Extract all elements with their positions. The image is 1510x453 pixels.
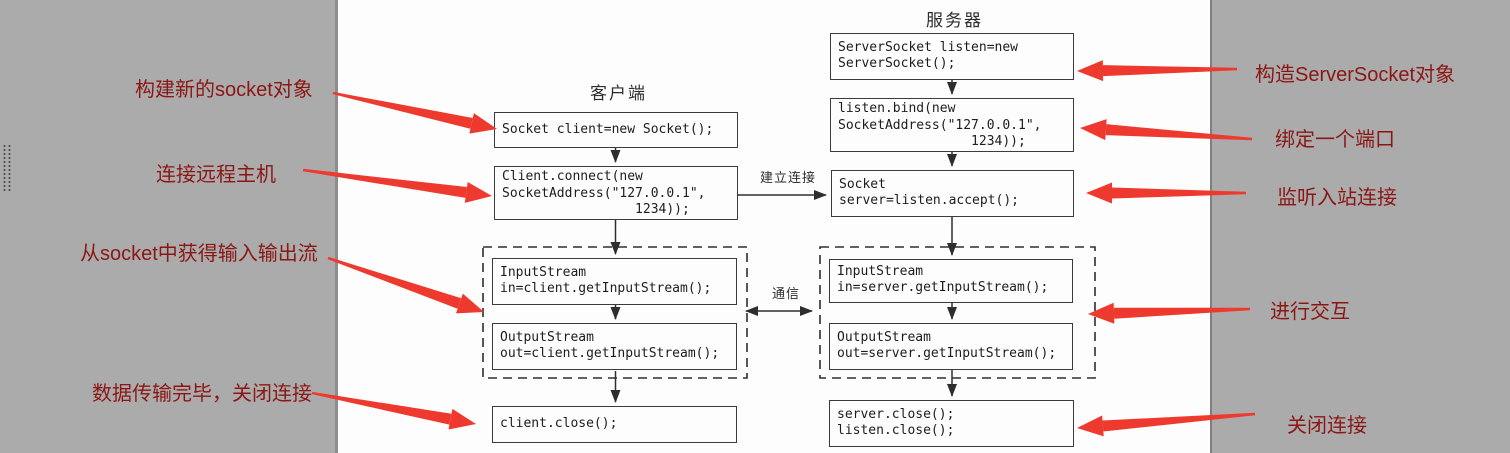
client-create-socket-box: Socket client=new Socket(); bbox=[494, 112, 738, 148]
server-outputstream-box: OutputStream out=server.getInputStream()… bbox=[829, 323, 1073, 370]
annotation-connect-remote: 连接远程主机 bbox=[156, 164, 276, 186]
client-outputstream-box: OutputStream out=client.getInputStream()… bbox=[492, 323, 737, 370]
client-connect-box: Client.connect(new SocketAddress("127.0.… bbox=[494, 166, 738, 220]
client-column-title: 客户端 bbox=[590, 84, 647, 103]
server-inputstream-box: InputStream in=server.getInputStream(); bbox=[829, 259, 1073, 303]
annotation-close-server: 关闭连接 bbox=[1287, 415, 1367, 437]
annotation-listen-inbound: 监听入站连接 bbox=[1277, 187, 1397, 209]
annotation-bind-port: 绑定一个端口 bbox=[1275, 129, 1395, 151]
server-create-serversocket-box: ServerSocket listen=new ServerSocket(); bbox=[830, 33, 1074, 80]
page-texture-dots bbox=[2, 144, 12, 191]
right-gray-panel bbox=[1210, 0, 1510, 453]
edge-label-communicate: 通信 bbox=[772, 286, 801, 301]
server-bind-box: listen.bind(new SocketAddress("127.0.0.1… bbox=[830, 98, 1074, 152]
annotation-create-socket: 构建新的socket对象 bbox=[135, 79, 313, 101]
server-close-box: server.close(); listen.close(); bbox=[829, 400, 1074, 447]
server-accept-box: Socket server=listen.accept(); bbox=[831, 170, 1074, 217]
annotation-create-serversocket: 构造ServerSocket对象 bbox=[1255, 64, 1456, 86]
left-gray-panel bbox=[0, 0, 338, 453]
scanned-page: 客户端 服务器 Socket client=new Socket(); Clie… bbox=[338, 0, 1210, 453]
annotation-interact: 进行交互 bbox=[1270, 301, 1350, 323]
annotation-get-streams: 从socket中获得输入输出流 bbox=[80, 243, 318, 265]
client-close-box: client.close(); bbox=[492, 406, 737, 443]
server-column-title: 服务器 bbox=[926, 11, 983, 30]
client-inputstream-box: InputStream in=client.getInputStream(); bbox=[492, 258, 737, 305]
annotation-close-client: 数据传输完毕，关闭连接 bbox=[92, 383, 312, 405]
edge-label-establish-connection: 建立连接 bbox=[760, 170, 817, 185]
